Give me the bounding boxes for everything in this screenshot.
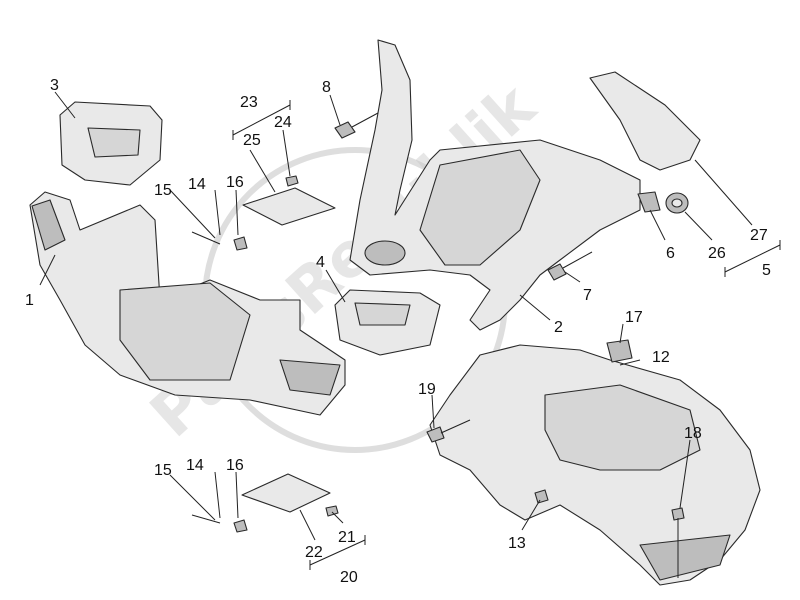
callout-23: 23	[240, 94, 258, 111]
callout-17: 17	[625, 309, 643, 326]
callout-18: 18	[684, 425, 702, 442]
callout-7: 7	[583, 287, 592, 304]
callout-2: 2	[554, 319, 563, 336]
part-2-rear-cover	[349, 39, 641, 331]
callout-19: 19	[418, 381, 436, 398]
callout-14-lower: 14	[186, 457, 204, 474]
callout-15-lower: 15	[154, 462, 172, 479]
part-27-visor	[589, 71, 701, 171]
part-26-grommet	[665, 192, 689, 214]
callout-8: 8	[322, 79, 331, 96]
callout-21: 21	[338, 529, 356, 546]
part-3-cover	[59, 101, 163, 186]
callout-24: 24	[274, 114, 292, 131]
leader-lines	[39, 91, 753, 541]
group-brackets	[232, 100, 781, 570]
part-1-handlebar-cover	[29, 191, 346, 416]
part-17-clip-nut	[606, 339, 633, 363]
part-22-plate	[241, 473, 331, 513]
callout-22: 22	[305, 544, 323, 561]
callout-25: 25	[243, 132, 261, 149]
callout-1: 1	[25, 292, 34, 309]
callout-3: 3	[50, 77, 59, 94]
callout-4: 4	[316, 254, 325, 271]
hardware-screws	[191, 112, 685, 578]
callout-5: 5	[762, 262, 771, 279]
callout-labels: 3 1 4 2 8 7 6 26 27 5 12 17 19 13 18 23 …	[25, 77, 771, 586]
callout-16-lower: 16	[226, 457, 244, 474]
callout-20: 20	[340, 569, 358, 586]
callout-12: 12	[652, 349, 670, 366]
part-6-clip	[637, 191, 661, 213]
callout-16-upper: 16	[226, 174, 244, 191]
callout-13: 13	[508, 535, 526, 552]
callout-6: 6	[666, 245, 675, 262]
callout-15-upper: 15	[154, 182, 172, 199]
part-12-lower-cover	[429, 344, 761, 586]
callout-27: 27	[750, 227, 768, 244]
callout-26: 26	[708, 245, 726, 262]
callout-14-upper: 14	[188, 176, 206, 193]
part-25-plate	[242, 187, 336, 226]
part-4-tray	[334, 289, 441, 356]
